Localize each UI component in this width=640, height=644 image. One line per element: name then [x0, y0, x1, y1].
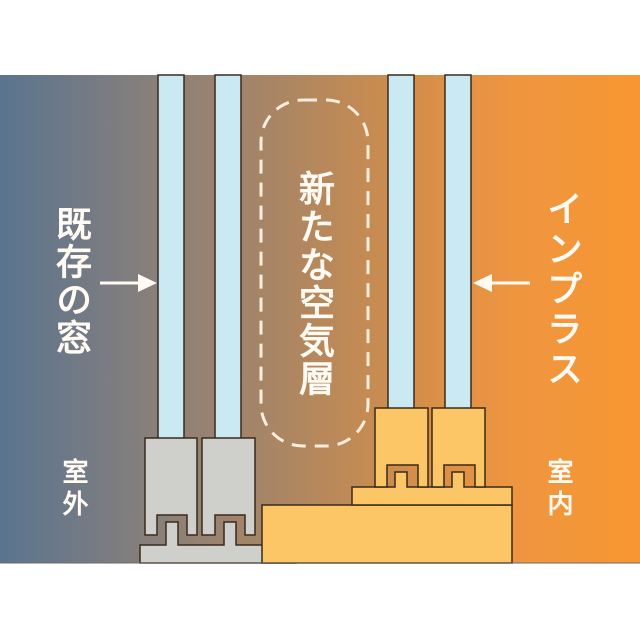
arrow-right-icon — [100, 274, 157, 292]
label-outdoor: 室外 — [58, 458, 88, 522]
inplus-sill — [351, 471, 513, 506]
arrow-left-icon — [473, 274, 530, 292]
existing-glass-pane-1 — [157, 74, 185, 444]
existing-glass-pane-2 — [214, 74, 242, 444]
air-layer-outline — [259, 98, 370, 448]
inplus-frame-2 — [431, 407, 486, 488]
existing-frame-2 — [201, 437, 256, 536]
label-new-air-layer: 新たな空気層 — [293, 170, 334, 398]
inplus-frame-1 — [374, 407, 429, 488]
background-gradient — [0, 75, 640, 563]
existing-frame-1 — [144, 437, 198, 536]
inplus-glass-pane-2 — [444, 74, 472, 411]
label-existing-window: 既存の窓 — [50, 205, 91, 357]
label-indoor: 室内 — [543, 458, 573, 522]
inplus-base-block — [261, 504, 513, 564]
inplus-glass-pane-1 — [387, 74, 415, 411]
label-inplus: インプラス — [541, 190, 582, 390]
